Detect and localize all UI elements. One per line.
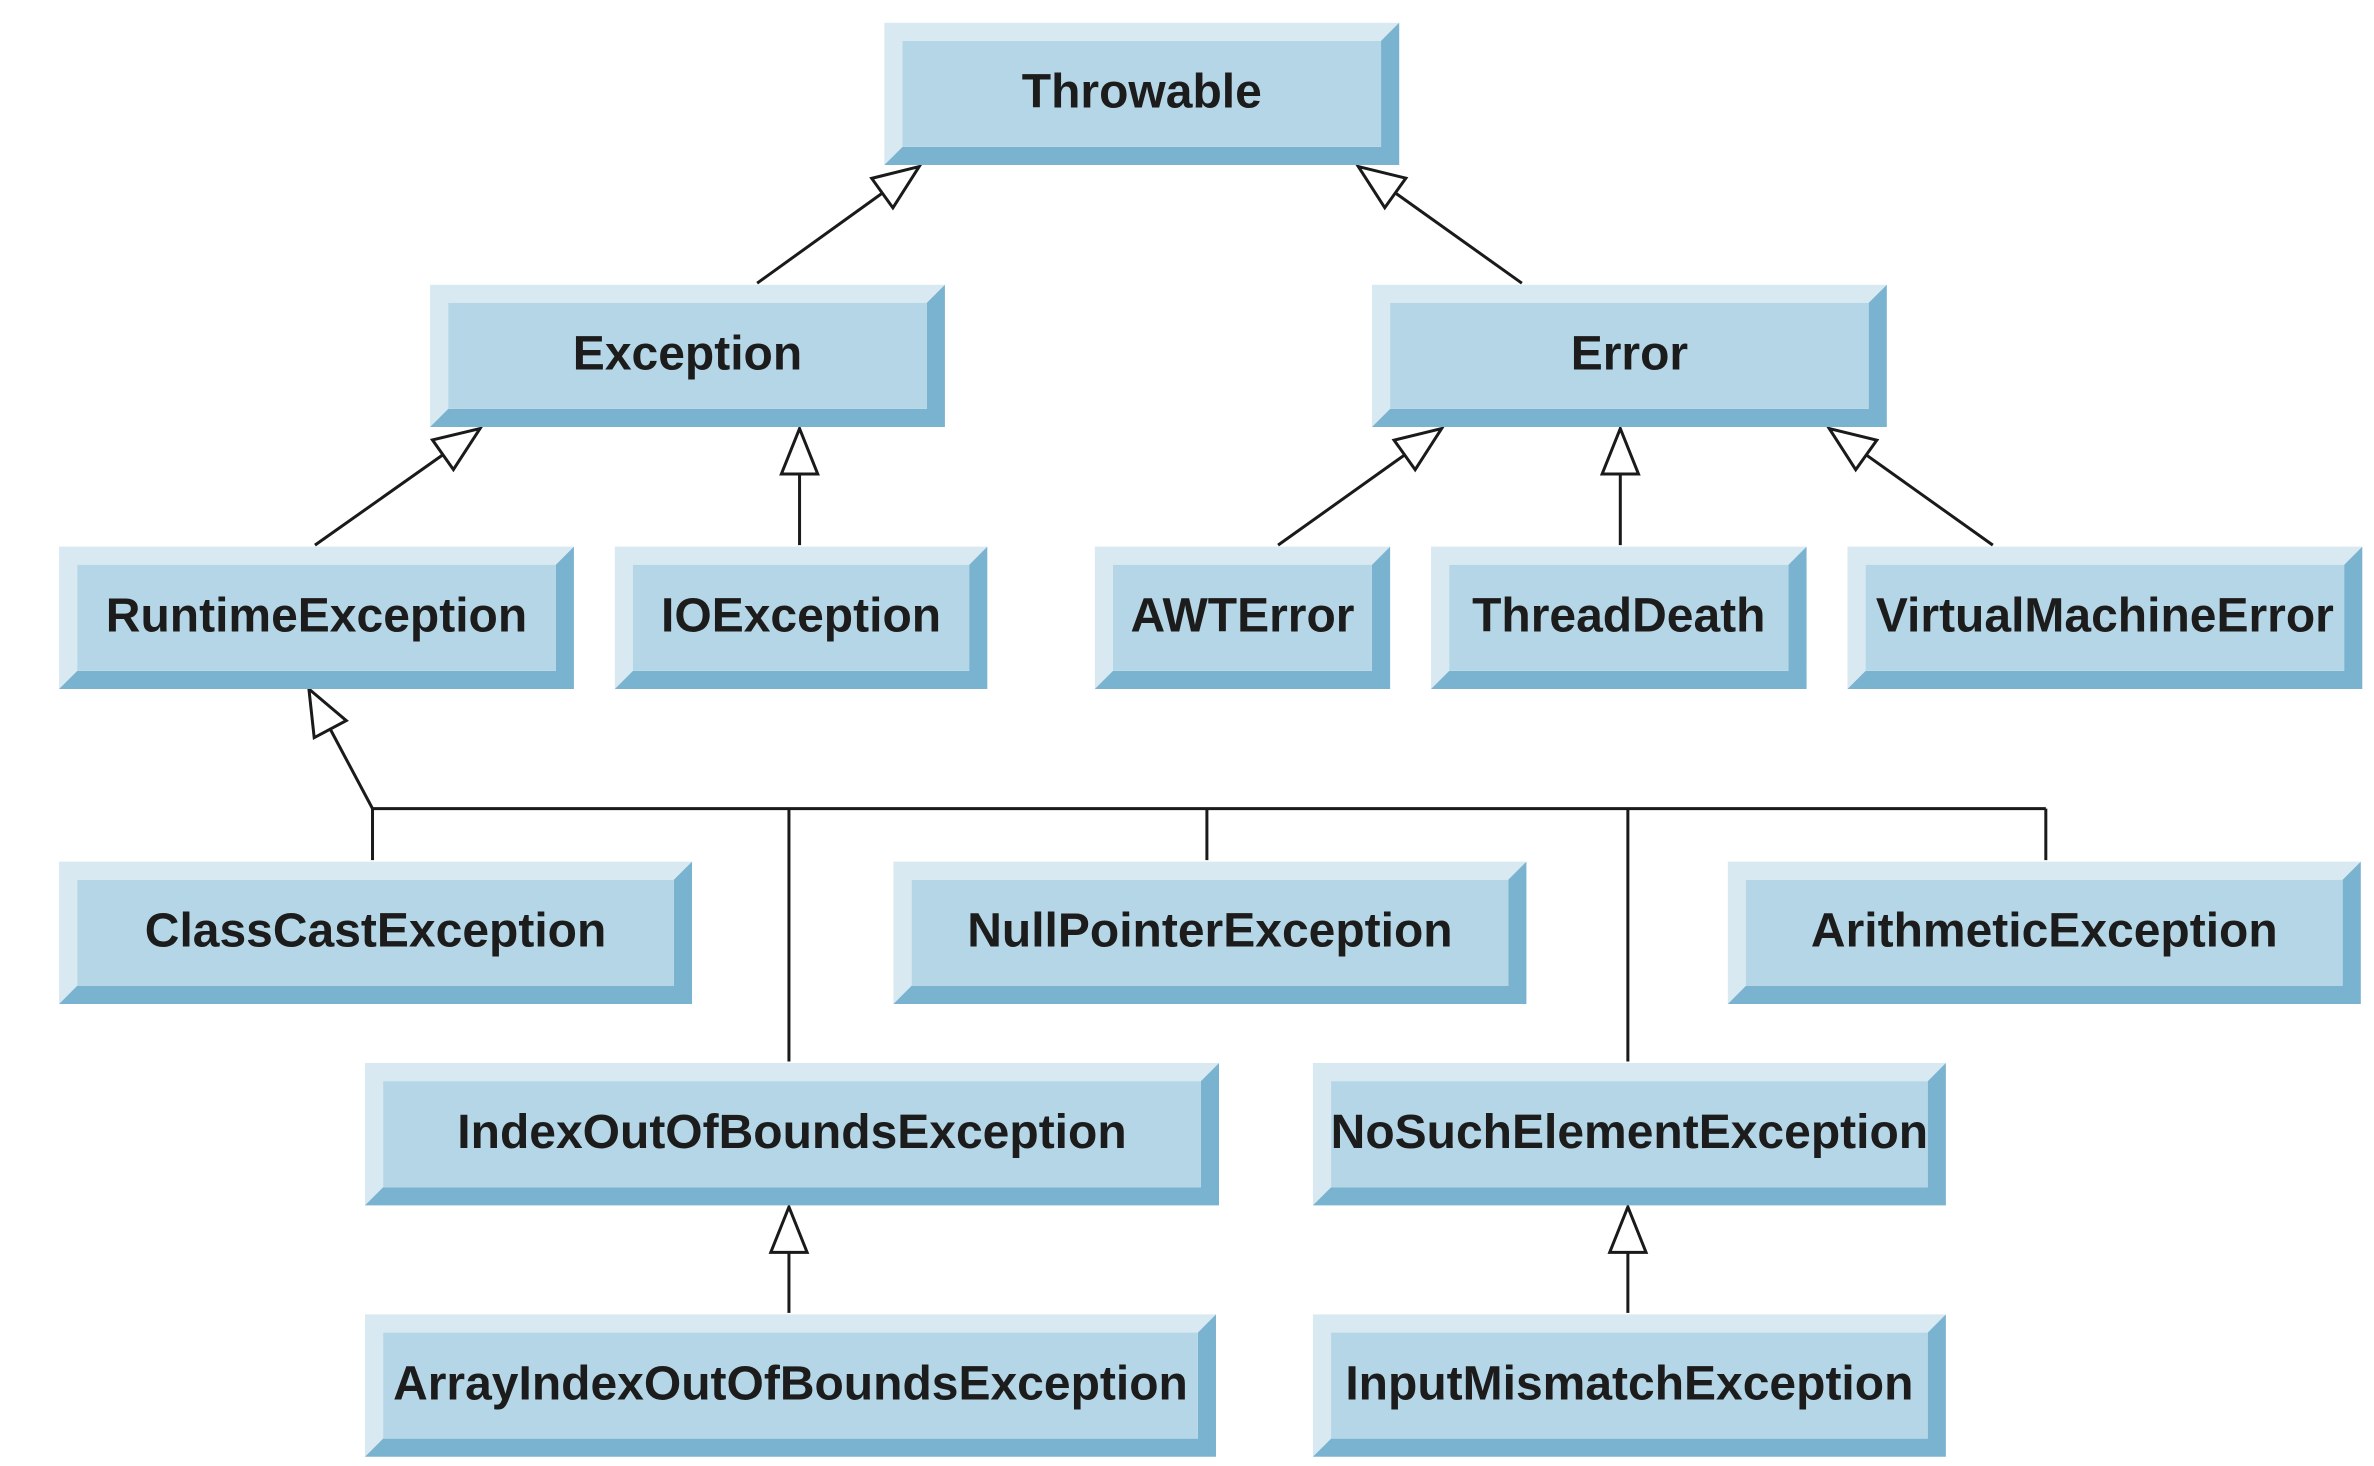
class-box-io-exception: IOException: [614, 546, 988, 690]
runtime-exception-to-exception-line: [314, 453, 444, 547]
array-index-to-index-out-of-bounds-arrowhead: [768, 1202, 810, 1254]
box-bevel-highlight: [884, 22, 1400, 166]
box-face: [1113, 564, 1372, 671]
box-bevel-highlight: [364, 1063, 1220, 1206]
box-face: [902, 40, 1382, 147]
virtual-machine-error-to-error-arrowhead: [1825, 426, 1880, 473]
runtime-exception-to-exception-arrowhead: [429, 426, 484, 473]
box-bevel-highlight: [1312, 1314, 1946, 1457]
class-box-exception: Exception: [430, 284, 945, 428]
class-label-runtime-exception: RuntimeException: [106, 590, 527, 643]
class-label-virtual-machine-error: VirtualMachineError: [1876, 590, 2334, 643]
box-bevel-shadow: [364, 1314, 1216, 1457]
box-bevel-shadow: [1371, 284, 1887, 428]
box-face: [1331, 1332, 1928, 1439]
awt-error-to-error-line: [1277, 453, 1406, 547]
class-box-throwable: Throwable: [884, 22, 1400, 166]
box-bevel-shadow: [59, 861, 693, 1004]
box-bevel-highlight: [1371, 284, 1887, 428]
box-face: [632, 564, 970, 671]
box-face: [383, 1081, 1201, 1188]
class-box-input-mismatch-exception: InputMismatchException: [1312, 1314, 1946, 1457]
box-bevel-highlight: [364, 1314, 1216, 1457]
class-box-virtual-machine-error: VirtualMachineError: [1847, 546, 2363, 690]
box-bevel-highlight: [1094, 546, 1391, 690]
box-bevel-highlight: [430, 284, 945, 428]
runtime-exception-subclasses-arrowhead: [307, 685, 349, 741]
class-label-input-mismatch-exception: InputMismatchException: [1345, 1357, 1913, 1410]
box-bevel-highlight: [614, 546, 988, 690]
box-bevel-shadow: [1431, 546, 1807, 690]
class-label-io-exception: IOException: [661, 590, 941, 643]
class-box-index-out-of-bounds-exception: IndexOutOfBoundsException: [364, 1063, 1220, 1206]
class-label-thread-death: ThreadDeath: [1472, 590, 1765, 643]
class-label-awt-error: AWTError: [1130, 590, 1354, 643]
box-bevel-shadow: [614, 546, 988, 690]
runtime-exception-subclasses-line: [328, 728, 374, 810]
class-label-index-out-of-bounds-exception: IndexOutOfBoundsException: [457, 1106, 1126, 1159]
box-face: [1865, 564, 2345, 671]
error-to-throwable-line: [1394, 191, 1523, 285]
class-box-runtime-exception: RuntimeException: [59, 546, 574, 690]
class-label-error: Error: [1571, 328, 1688, 381]
box-face: [911, 879, 1509, 986]
class-box-error: Error: [1371, 284, 1887, 428]
box-bevel-highlight: [893, 861, 1527, 1004]
box-face: [1331, 1081, 1928, 1188]
class-label-arithmetic-exception: ArithmeticException: [1811, 904, 2278, 957]
box-bevel-highlight: [1847, 546, 2363, 690]
class-box-array-index-out-of-bounds-exception: ArrayIndexOutOfBoundsException: [364, 1314, 1216, 1457]
box-face: [448, 302, 927, 409]
class-label-no-such-element-exception: NoSuchElementException: [1331, 1106, 1928, 1159]
box-face: [1449, 564, 1789, 671]
box-bevel-shadow: [893, 861, 1527, 1004]
box-bevel-highlight: [1431, 546, 1807, 690]
class-box-class-cast-exception: ClassCastException: [59, 861, 693, 1004]
class-box-arithmetic-exception: ArithmeticException: [1727, 861, 2361, 1004]
box-bevel-shadow: [430, 284, 945, 428]
box-bevel-shadow: [1727, 861, 2361, 1004]
class-label-throwable: Throwable: [1022, 66, 1262, 119]
thread-death-to-error-arrowhead: [1599, 424, 1641, 476]
box-face: [77, 564, 556, 671]
box-bevel-shadow: [364, 1063, 1220, 1206]
box-bevel-highlight: [59, 546, 574, 690]
box-bevel-shadow: [1312, 1063, 1946, 1206]
exception-to-throwable-arrowhead: [869, 164, 923, 211]
box-bevel-shadow: [884, 22, 1400, 166]
class-label-exception: Exception: [573, 328, 802, 381]
box-bevel-highlight: [1312, 1063, 1946, 1206]
exception-to-throwable-line: [756, 191, 884, 285]
box-bevel-shadow: [1312, 1314, 1946, 1457]
class-label-array-index-out-of-bounds-exception: ArrayIndexOutOfBoundsException: [393, 1357, 1188, 1410]
class-box-thread-death: ThreadDeath: [1431, 546, 1807, 690]
awt-error-to-error-arrowhead: [1391, 426, 1445, 473]
io-exception-to-exception-arrowhead: [779, 424, 820, 476]
box-bevel-highlight: [1727, 861, 2361, 1004]
box-bevel-shadow: [1847, 546, 2363, 690]
box-face: [77, 879, 674, 986]
inheritance-connectors: [307, 164, 2048, 1313]
virtual-machine-error-to-error-line: [1865, 453, 1994, 547]
class-label-null-pointer-exception: NullPointerException: [967, 904, 1452, 957]
box-bevel-shadow: [1094, 546, 1391, 690]
box-bevel-shadow: [59, 546, 574, 690]
box-face: [1390, 302, 1869, 409]
error-to-throwable-arrowhead: [1355, 164, 1409, 211]
box-face: [383, 1332, 1198, 1439]
input-mismatch-to-no-such-element-arrowhead: [1607, 1202, 1649, 1254]
box-face: [1745, 879, 2343, 986]
class-box-awt-error: AWTError: [1094, 546, 1391, 690]
class-box-no-such-element-exception: NoSuchElementException: [1312, 1063, 1946, 1206]
box-bevel-highlight: [59, 861, 693, 1004]
class-label-class-cast-exception: ClassCastException: [145, 904, 607, 957]
class-box-null-pointer-exception: NullPointerException: [893, 861, 1527, 1004]
